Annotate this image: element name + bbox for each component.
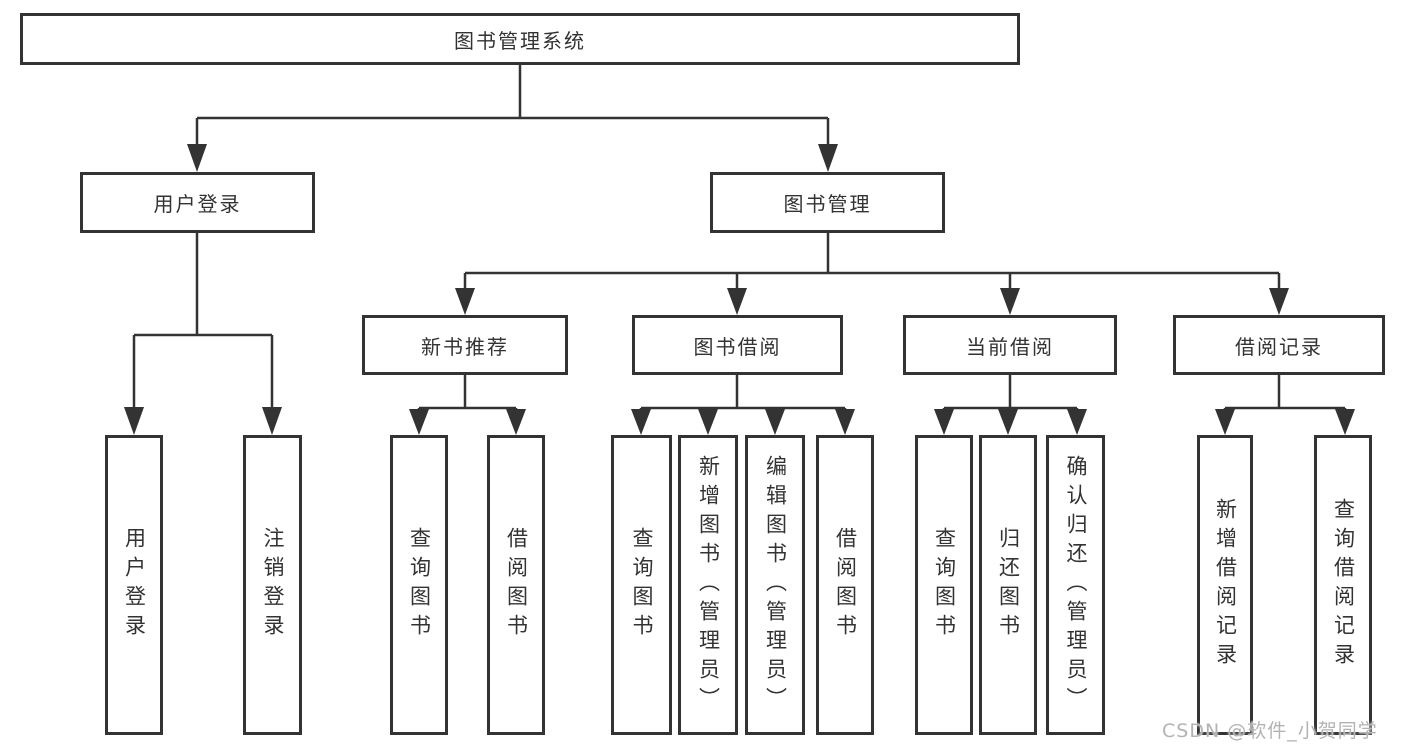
connector-book-borrow-children [631,375,855,435]
node-root-label: 图书管理系统 [454,28,586,53]
leaf-edit-book-admin: 编辑图书（管理员） [745,435,805,735]
leaf-add-book-admin: 新增图书（管理员） [678,435,738,735]
arrow-down-icon [934,409,954,435]
leaf-query-borrow-record: 查询借阅记录 [1314,435,1372,735]
leaf-query-books-2: 查询图书 [611,435,672,735]
leaf-confirm-return-admin: 确认归还（管理员） [1046,435,1105,735]
leaf-add-book-admin-label: 新增图书（管理员） [696,454,721,716]
leaf-borrow-books-1-label: 借阅图书 [504,527,529,643]
node-borrow-records: 借阅记录 [1173,315,1385,375]
leaf-add-borrow-record-label: 新增借阅记录 [1213,498,1238,672]
arrow-down-icon [998,409,1018,435]
connector-current-borrow-children [934,375,1087,435]
arrow-down-icon [1000,288,1020,315]
leaf-return-books-label: 归还图书 [996,527,1021,643]
arrow-down-icon [1269,288,1289,315]
connector-book-mgmt-children [455,233,1289,315]
node-user-login-label: 用户登录 [153,192,242,216]
leaf-query-borrow-record-label: 查询借阅记录 [1331,498,1356,672]
arrow-down-icon [262,407,282,435]
connector-user-login-children [124,233,282,435]
arrow-down-icon [1215,409,1235,435]
arrow-down-icon [835,409,855,435]
leaf-borrow-books-2-label: 借阅图书 [833,527,858,643]
arrow-down-icon [698,409,718,435]
leaf-query-books-1-label: 查询图书 [407,527,432,643]
leaf-edit-book-admin-label: 编辑图书（管理员） [763,454,788,716]
node-root: 图书管理系统 [20,13,1020,65]
arrow-down-icon [455,288,475,315]
leaf-query-books-1: 查询图书 [390,435,448,735]
node-book-borrow-label: 图书借阅 [693,334,782,359]
node-user-login: 用户登录 [80,172,315,233]
leaf-borrow-books-2: 借阅图书 [816,435,874,735]
arrow-down-icon [124,407,144,435]
arrow-down-icon [1335,409,1355,435]
leaf-return-books: 归还图书 [979,435,1037,735]
leaf-confirm-return-admin-label: 确认归还（管理员） [1064,454,1088,716]
arrow-down-icon [727,288,747,315]
node-book-mgmt-label: 图书管理 [783,192,872,216]
arrow-down-icon [1067,409,1087,435]
arrow-down-icon [631,409,651,435]
arrow-down-icon [187,144,207,172]
leaf-query-books-3-label: 查询图书 [932,527,957,643]
node-book-mgmt: 图书管理 [710,172,945,233]
leaf-borrow-books-1: 借阅图书 [487,435,545,735]
node-current-borrow-label: 当前借阅 [966,334,1054,359]
leaf-query-books-3: 查询图书 [915,435,973,735]
leaf-add-borrow-record: 新增借阅记录 [1197,435,1253,735]
arrow-down-icon [506,409,526,435]
leaf-query-books-2-label: 查询图书 [630,527,654,643]
node-new-book-label: 新书推荐 [421,334,509,359]
arrow-down-icon [765,409,785,435]
leaf-user-login: 用户登录 [105,435,163,735]
leaf-user-login-label: 用户登录 [122,527,147,643]
arrow-down-icon [409,409,429,435]
node-new-book: 新书推荐 [362,315,568,375]
leaf-logout: 注销登录 [243,435,302,735]
leaf-logout-label: 注销登录 [261,527,285,643]
connector-borrow-records-children [1215,375,1355,435]
watermark: CSDN @软件_小贺同学 [1162,720,1378,742]
connector-root-to-level1 [187,65,838,172]
node-borrow-records-label: 借阅记录 [1235,334,1323,359]
connector-new-book-children [409,375,526,435]
node-book-borrow: 图书借阅 [632,315,843,375]
arrow-down-icon [818,144,838,172]
node-current-borrow: 当前借阅 [903,315,1117,375]
